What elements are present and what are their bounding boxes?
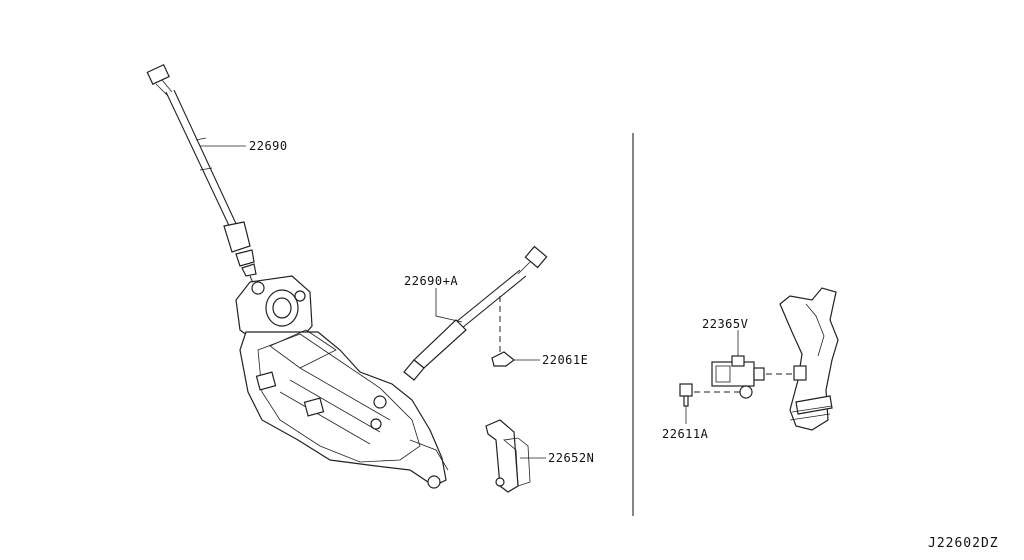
- diagram-code: J22602DZ: [928, 536, 999, 551]
- label-22652n: 22652N: [548, 451, 594, 465]
- bracket-part: [485, 419, 531, 493]
- leader-22690a: [435, 288, 463, 323]
- label-22690a: 22690+A: [404, 274, 458, 288]
- clip-part: [491, 351, 515, 367]
- label-22611a: 22611A: [662, 427, 709, 441]
- air-duct: [779, 287, 839, 431]
- label-22365v: 22365V: [702, 317, 748, 331]
- exhaust-manifold-catalyst: [235, 275, 449, 489]
- map-sensor: [711, 355, 794, 399]
- label-22690: 22690: [249, 139, 288, 153]
- oxygen-sensor-upstream: [146, 63, 257, 291]
- label-22061e: 22061E: [542, 353, 588, 367]
- bolt-part: [679, 383, 740, 407]
- oxygen-sensor-downstream: [403, 245, 548, 381]
